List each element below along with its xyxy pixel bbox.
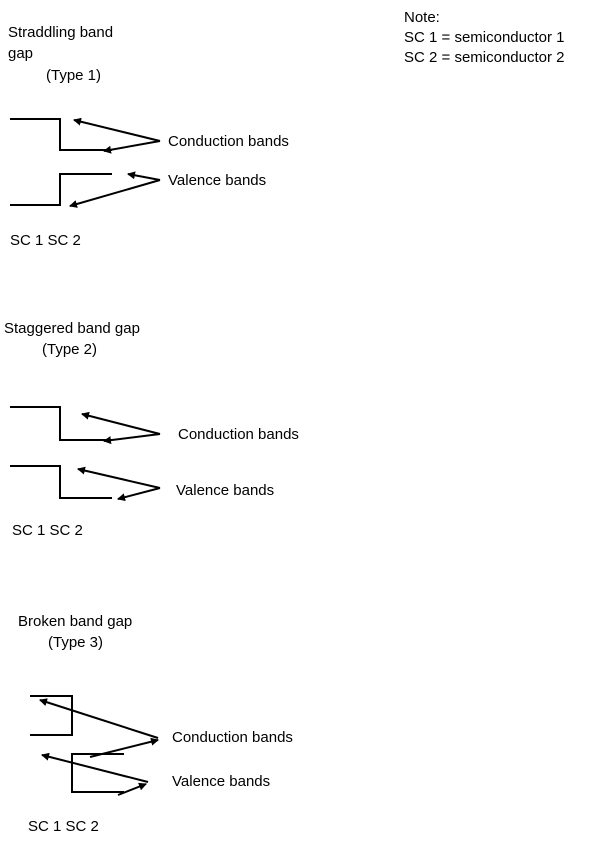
type1-conduction-band-step	[10, 118, 112, 151]
type1-valence-arrow-sc1	[69, 179, 161, 208]
type3-sc1-band-step	[30, 695, 73, 736]
type2-title: Staggered band gap	[4, 320, 140, 337]
note-heading: Note:	[404, 9, 440, 26]
note-line-sc2: SC 2 = semiconductor 2	[404, 49, 565, 66]
type2-subtitle: (Type 2)	[42, 341, 98, 358]
type3-conduction-label: Conduction bands	[172, 729, 293, 746]
type1-subtitle: (Type 1)	[46, 67, 102, 84]
type1-conduction-label: Conduction bands	[168, 133, 289, 150]
type2-valence-arrow-sc2	[117, 487, 161, 502]
type2-conduction-arrow-sc2	[103, 433, 161, 445]
type2-valence-band-step	[10, 465, 112, 499]
type1-valence-band-step	[10, 173, 112, 206]
type2-valence-label: Valence bands	[176, 482, 275, 499]
type2-valence-arrow-sc1	[77, 466, 161, 489]
type1-sc-label: SC 1 SC 2	[10, 232, 81, 249]
type1-title-line2: gap	[8, 45, 34, 62]
type3-sc-label: SC 1 SC 2	[28, 818, 99, 835]
type3-subtitle: (Type 3)	[48, 634, 104, 651]
type3-conduction-arrow-sc2	[89, 737, 159, 758]
type2-conduction-band-step	[10, 406, 112, 441]
type1-title-line1: Straddling band	[8, 24, 114, 41]
type2-sc-label: SC 1 SC 2	[12, 522, 83, 539]
type3-conduction-arrow-sc1	[39, 698, 159, 739]
type1-valence-arrow-sc2	[127, 171, 161, 181]
type1-conduction-arrow-sc1	[73, 117, 161, 142]
type1-valence-label: Valence bands	[168, 172, 267, 189]
type3-valence-arrow-sc1	[41, 752, 149, 783]
type3-title: Broken band gap	[18, 613, 133, 630]
note-line-sc1: SC 1 = semiconductor 1	[404, 29, 565, 46]
type1-conduction-arrow-sc2	[103, 140, 161, 154]
type2-conduction-label: Conduction bands	[178, 426, 299, 443]
type3-valence-arrow-sc2	[117, 782, 147, 796]
type3-valence-label: Valence bands	[172, 773, 271, 790]
type2-conduction-arrow-sc1	[81, 411, 161, 435]
